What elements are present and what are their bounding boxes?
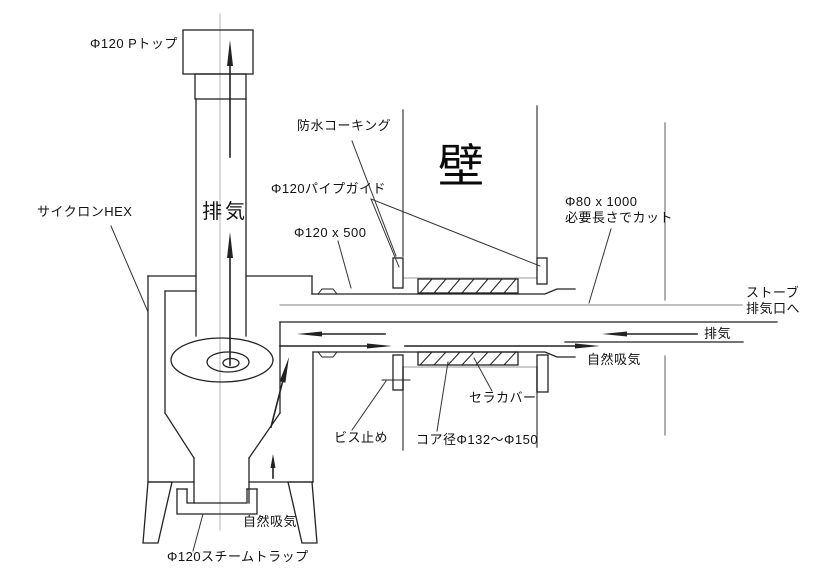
label-p-top: Φ120 Pトップ	[90, 36, 178, 51]
cyclone-hex-body	[147, 275, 314, 504]
vertical-exhaust-pipe	[195, 98, 247, 337]
pipe-guide-upper-sleeve	[392, 257, 548, 294]
label-exhaust-pipe: 排気	[202, 201, 248, 223]
leader-lines	[110, 140, 612, 552]
cera-cover-lower-sleeve	[381, 351, 549, 393]
flow-arrows	[227, 40, 698, 479]
label-wall: 壁	[438, 140, 484, 192]
horizontal-pipes	[245, 275, 778, 358]
wall-upper-section	[402, 105, 538, 279]
label-stove-line2: 排気口へ	[746, 300, 801, 316]
label-cera-cover: セラカバー	[469, 390, 537, 405]
steam-trap-cup	[176, 488, 258, 515]
label-phi120x500: Φ120 x 500	[294, 225, 367, 240]
label-phi80-cut: Φ80 x 1000 必要長さでカット	[565, 194, 673, 226]
label-cyclone-hex: サイクロンHEX	[37, 204, 133, 219]
label-natural-intake-bottom: 自然吸気	[243, 514, 298, 529]
label-steam-trap: Φ120スチームトラップ	[167, 549, 309, 564]
label-stove-outlet: ストーブ 排気口へ	[746, 285, 800, 317]
label-core-diameter: コア径Φ132～Φ150	[416, 432, 539, 447]
label-waterproof-caulking: 防水コーキング	[297, 118, 392, 133]
p-top-cap	[182, 29, 254, 100]
label-phi80-line2: 必要長さでカット	[565, 209, 674, 225]
stand-legs	[142, 481, 318, 544]
label-pipe-guide: Φ120パイプガイド	[271, 181, 387, 196]
spiral-coil	[170, 337, 274, 383]
label-exhaust-right: 排気	[704, 326, 732, 341]
label-natural-intake-right: 自然吸気	[587, 352, 642, 367]
label-phi80-line1: Φ80 x 1000	[565, 194, 638, 209]
label-stove-line1: ストーブ	[746, 285, 800, 300]
label-screw-fixing: ビス止め	[334, 430, 389, 445]
